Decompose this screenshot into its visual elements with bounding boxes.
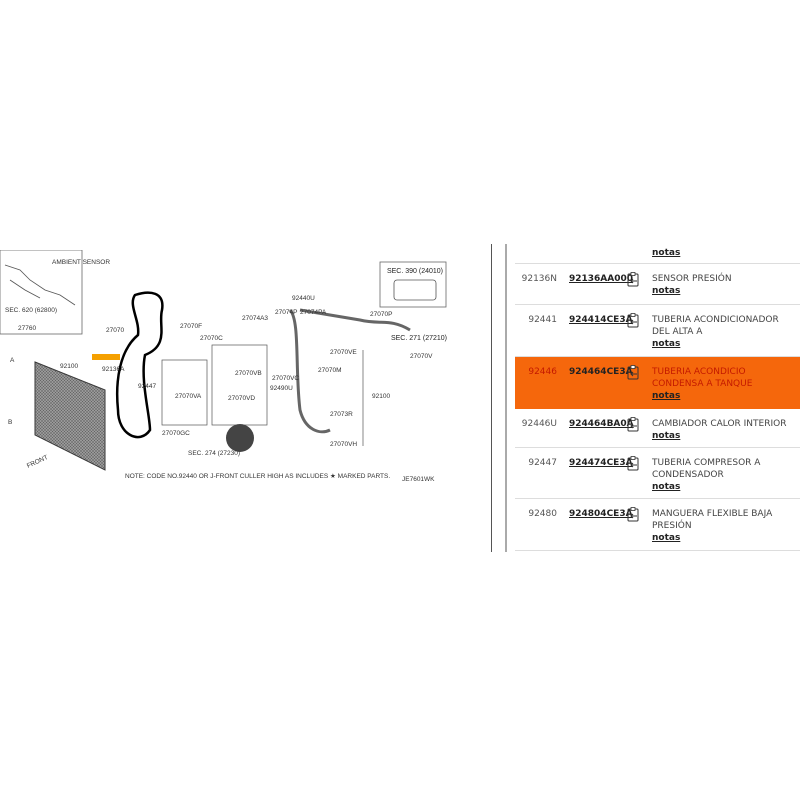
diagram-label: 92440U xyxy=(292,295,315,302)
notas-link[interactable]: notas xyxy=(652,391,681,401)
diagram-label: 92447 xyxy=(138,383,156,390)
ref-number: 92480 xyxy=(528,509,557,519)
ref-number: 92447 xyxy=(528,458,557,468)
condenser xyxy=(34,361,106,471)
part-row[interactable]: 92446U 924464BA0A CAMBIADOR CALOR INTERI… xyxy=(515,409,800,448)
diagram-label: 27070GC xyxy=(162,430,190,437)
part-description: MANGUERA FLEXIBLE BAJA PRESIÓN xyxy=(652,509,773,531)
diagram-label: SEC. 271 (27210) xyxy=(391,335,447,342)
divider xyxy=(491,244,492,552)
diagram-label: 27073R xyxy=(330,411,353,418)
part-number-link[interactable]: 924414CE3A xyxy=(569,315,633,325)
parts-diagram[interactable]: AMBIENT SENSOR SEC. 620 (62800) 27760 92… xyxy=(0,250,450,490)
part-row[interactable]: 92447 924474CE3A TUBERIA COMPRESOR A CON… xyxy=(515,448,800,499)
compressor xyxy=(226,424,254,452)
part-row[interactable]: 92136N 92136AA000 SENSOR PRESIÓN notas xyxy=(515,264,800,305)
diagram-label: 27070VD xyxy=(228,395,255,402)
part-description: TUBERIA ACONDICIONADOR DEL ALTA A xyxy=(652,315,779,337)
diagram-label: 27074A3 xyxy=(242,315,268,322)
diagram-label: 27070C xyxy=(200,335,223,342)
clipboard-icon[interactable] xyxy=(627,456,639,471)
diagram-label: 92100 xyxy=(372,393,390,400)
clipboard-icon[interactable] xyxy=(627,507,639,522)
diagram-label: 27070F xyxy=(180,323,202,330)
diagram-label: 92100 xyxy=(60,363,78,370)
ref-number: 92136N xyxy=(521,274,557,284)
diagram-label: 27070P xyxy=(370,311,392,318)
part-description: TUBERIA ACONDICIO CONDENSA A TANQUE xyxy=(652,367,753,389)
part-description: SENSOR PRESIÓN xyxy=(652,274,732,284)
part-row[interactable]: 92446 924464CE3A TUBERIA ACONDICIO CONDE… xyxy=(515,357,800,409)
callout-a: A xyxy=(10,357,15,364)
hand-drawn-outline xyxy=(115,291,164,439)
part-row[interactable]: 92480 924804CE3A MANGUERA FLEXIBLE BAJA … xyxy=(515,499,800,551)
part-description: CAMBIADOR CALOR INTERIOR xyxy=(652,419,787,429)
part-number-link[interactable]: 924804CE3A xyxy=(569,509,633,519)
ref-number: 92446U xyxy=(521,419,557,429)
part-number-link[interactable]: 924474CE3A xyxy=(569,458,633,468)
diagram-note: NOTE: CODE NO.92440 OR J-FRONT CULLER HI… xyxy=(125,472,390,480)
diagram-label: 27070VA xyxy=(175,393,202,400)
diagram-label: 27070M xyxy=(318,367,342,374)
diagram-code: JE7601WK xyxy=(402,476,435,483)
front-label: FRONT xyxy=(26,454,49,470)
diagram-label: 27070 xyxy=(106,327,124,334)
callout-b: B xyxy=(8,419,12,426)
partial-row: notas xyxy=(515,244,800,264)
notas-link[interactable]: notas xyxy=(652,248,681,258)
clipboard-icon[interactable] xyxy=(627,417,639,432)
diagram-label: AMBIENT SENSOR xyxy=(52,259,110,266)
diagram-label: 27070VH xyxy=(330,441,357,448)
notas-link[interactable]: notas xyxy=(652,482,681,492)
notas-link[interactable]: notas xyxy=(652,431,681,441)
diagram-label: 27074P xyxy=(275,309,297,316)
notas-link[interactable]: notas xyxy=(652,533,681,543)
ref-number: 92446 xyxy=(528,367,557,377)
diagram-label: 27070VC xyxy=(272,375,299,382)
diagram-label: 92490U xyxy=(270,385,293,392)
ref-number: 92441 xyxy=(528,315,557,325)
part-row[interactable]: 92441 924414CE3A TUBERIA ACONDICIONADOR … xyxy=(515,305,800,357)
diagram-label: 27760 xyxy=(18,325,36,332)
inset-box xyxy=(0,250,83,335)
part-number-link[interactable]: 92136AA000 xyxy=(569,274,634,284)
diagram-label: 27074PA xyxy=(300,309,327,316)
part-description: TUBERIA COMPRESOR A CONDENSADOR xyxy=(652,458,761,480)
part-number-link[interactable]: 924464CE3A xyxy=(569,367,633,377)
diagram-label: 92136A xyxy=(102,366,125,373)
clipboard-icon[interactable] xyxy=(627,272,639,287)
clipboard-icon[interactable] xyxy=(627,313,639,328)
notas-link[interactable]: notas xyxy=(652,339,681,349)
scrollbar-track[interactable] xyxy=(505,244,507,552)
clipboard-icon[interactable] xyxy=(627,365,639,380)
part-number-link[interactable]: 924464BA0A xyxy=(569,419,634,429)
diagram-label: SEC. 620 (62800) xyxy=(5,307,57,314)
highlighted-callout[interactable] xyxy=(92,354,120,360)
parts-list: notas 92136N 92136AA000 SENSOR PRESIÓN no… xyxy=(515,244,800,551)
diagram-label: 27070VE xyxy=(330,349,357,356)
diagram-label: 27070V xyxy=(410,353,433,360)
diagram-label: SEC. 390 (24010) xyxy=(387,268,443,275)
diagram-label: 27070VB xyxy=(235,370,262,377)
diagram-label: SEC. 274 (27230) xyxy=(188,450,240,457)
notas-link[interactable]: notas xyxy=(652,286,681,296)
